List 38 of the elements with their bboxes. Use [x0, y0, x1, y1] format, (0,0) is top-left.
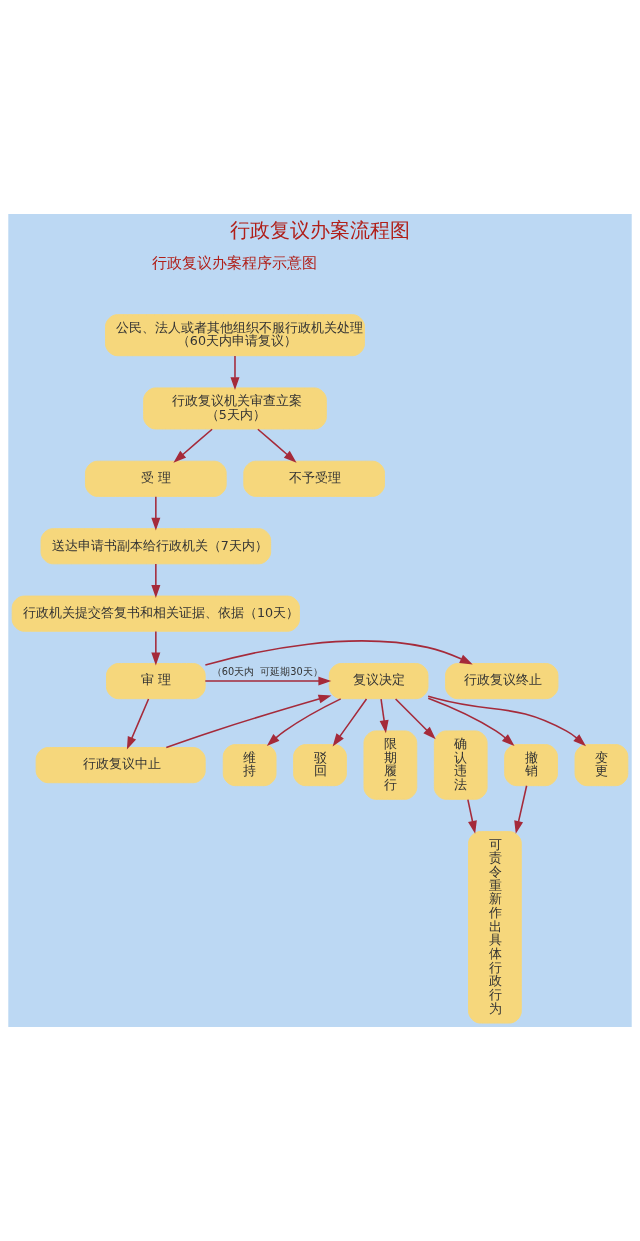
arrow: [332, 698, 368, 747]
arrow: [165, 694, 332, 749]
node-box: 复议决定: [328, 663, 429, 700]
node-box: 确认违法: [433, 730, 488, 800]
node-box: 行政复议中止: [35, 747, 206, 784]
arrow: [467, 798, 477, 834]
arrow: [151, 495, 161, 531]
arrow: [394, 698, 436, 740]
arrow: [204, 640, 473, 666]
arrow: [151, 630, 161, 666]
arrow: [230, 355, 240, 391]
arrow: [151, 563, 161, 598]
node-box: 审 理: [106, 663, 206, 700]
node-box: 维持: [222, 744, 277, 787]
node-box: 不予受理: [243, 460, 385, 497]
node-box: 送达申请书副本给行政机关（7天内）: [40, 528, 272, 565]
node-box: 变更: [574, 744, 629, 787]
arrow: [427, 695, 586, 747]
label: 行政复议办案程序示意图: [152, 254, 318, 272]
arrow: [379, 698, 389, 734]
node-box: 行政复议机关审查立案 （5天内）: [143, 387, 327, 430]
arrow: [204, 676, 332, 686]
node-box: 行政复议终止: [445, 663, 559, 700]
node-box: 驳回: [293, 744, 347, 787]
node-box: 受 理: [85, 460, 227, 497]
arrow: [514, 784, 528, 834]
diagram-title: 行政复议办案流程图: [230, 219, 410, 243]
node-box: 限期履行: [363, 730, 418, 800]
node-box: 行政机关提交答复书和相关证据、依据（10天）: [11, 595, 300, 632]
node-box: 可责令重新作出具体行政行为: [468, 831, 522, 1024]
node-box: 撤销: [504, 744, 558, 787]
arrow: [266, 698, 342, 747]
arrow: [427, 697, 515, 747]
arrow: [126, 698, 150, 750]
node-box: 公民、法人或者其他组织不服行政机关处理 （60天内申请复议）: [105, 314, 365, 357]
arrow: [257, 428, 297, 463]
arrow: [173, 428, 213, 463]
edge-label: （60天内 可延期30天）: [211, 666, 323, 678]
